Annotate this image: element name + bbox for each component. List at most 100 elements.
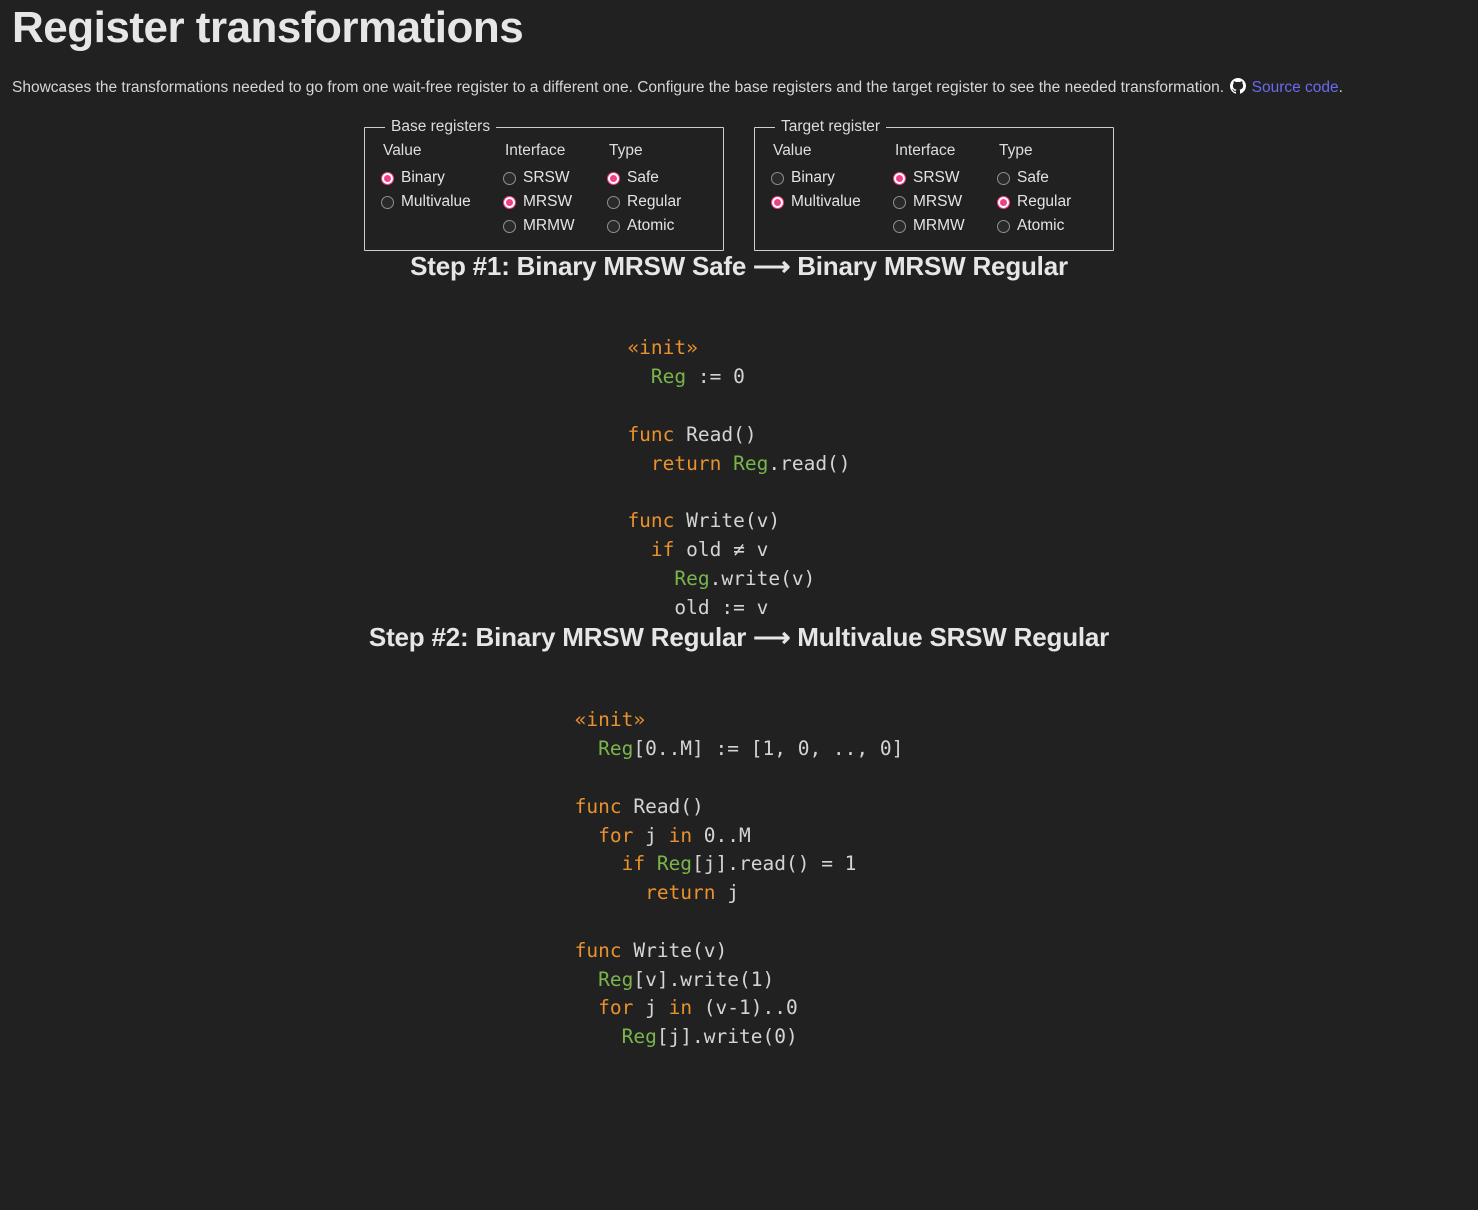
- radio-icon[interactable]: [607, 171, 620, 185]
- radio-icon[interactable]: [893, 219, 906, 233]
- code-token: for: [598, 823, 634, 847]
- radio-icon[interactable]: [503, 219, 516, 233]
- code-token: Reg: [598, 737, 634, 761]
- radio-icon[interactable]: [381, 171, 394, 185]
- base-interface-option-srsw[interactable]: SRSW: [503, 166, 601, 190]
- base-type-option-atomic[interactable]: Atomic: [607, 214, 701, 238]
- code-token: .read(): [768, 451, 851, 475]
- step-2-code-block: «init» Reg[0..M] := [1, 0, .., 0] func R…: [8, 706, 1470, 1052]
- base-type-heading: Type: [609, 142, 643, 160]
- base-type-option-safe[interactable]: Safe: [607, 166, 701, 190]
- code-token: return: [645, 881, 716, 905]
- page-root: Register transformations Showcases the t…: [8, 3, 1470, 1052]
- option-label: Multivalue: [791, 193, 861, 211]
- option-label: SRSW: [913, 169, 960, 187]
- base-value-heading: Value: [383, 142, 422, 160]
- code-token: j: [633, 823, 669, 847]
- code-token: [j].write(0): [656, 1025, 798, 1049]
- code-token: j: [633, 996, 669, 1020]
- code-token: in: [668, 996, 693, 1020]
- code-token: Reg: [621, 1025, 657, 1049]
- radio-icon[interactable]: [503, 195, 516, 209]
- radio-icon[interactable]: [381, 195, 394, 209]
- option-label: Regular: [627, 193, 682, 211]
- option-label: Safe: [1017, 169, 1049, 187]
- target-value-option-multivalue[interactable]: Multivalue: [771, 190, 887, 214]
- code-token: «init»: [574, 708, 646, 732]
- radio-icon[interactable]: [997, 195, 1010, 209]
- target-type-heading: Type: [999, 142, 1033, 160]
- target-interface-heading: Interface: [895, 142, 956, 160]
- target-interface-option-mrsw[interactable]: MRSW: [893, 190, 991, 214]
- base-interface-group: Interface SRSW MRSW MRMW: [503, 142, 607, 238]
- base-interface-option-mrmw[interactable]: MRMW: [503, 214, 601, 238]
- base-interface-option-mrsw[interactable]: MRSW: [503, 190, 601, 214]
- radio-icon[interactable]: [607, 219, 620, 233]
- code-token: [j].read() = 1: [692, 852, 857, 876]
- radio-icon[interactable]: [893, 195, 906, 209]
- target-interface-option-srsw[interactable]: SRSW: [893, 166, 991, 190]
- register-controls: Base registers Value Binary Multivalue I…: [8, 118, 1470, 252]
- radio-icon[interactable]: [997, 219, 1010, 233]
- code-token: [575, 824, 598, 847]
- option-label: SRSW: [523, 169, 570, 187]
- option-label: MRSW: [913, 193, 963, 211]
- github-icon: [1230, 77, 1247, 101]
- step-2-title: Step #2: Binary MRSW Regular ⟶ Multivalu…: [368, 622, 1110, 653]
- target-type-option-atomic[interactable]: Atomic: [997, 214, 1091, 238]
- step-2-code: «init» Reg[0..M] := [1, 0, .., 0] func R…: [575, 706, 904, 1052]
- description-period: .: [1338, 78, 1343, 96]
- code-token: in: [668, 823, 693, 847]
- page-description: Showcases the transformations needed to …: [8, 55, 1470, 101]
- code-token: j: [715, 881, 740, 905]
- code-token: func: [574, 794, 622, 818]
- option-label: Safe: [627, 169, 659, 187]
- radio-icon[interactable]: [771, 195, 784, 209]
- code-token: old := v: [627, 595, 769, 619]
- target-type-option-regular[interactable]: Regular: [997, 190, 1091, 214]
- code-token: (v-1)..0: [692, 996, 798, 1020]
- target-value-group: Value Binary Multivalue: [771, 142, 893, 238]
- code-token: return: [650, 451, 722, 475]
- option-label: Regular: [1017, 193, 1072, 211]
- code-token: [627, 538, 650, 561]
- code-token: func: [627, 422, 675, 446]
- code-token: Read(): [621, 794, 704, 818]
- code-token: func: [627, 509, 675, 533]
- code-token: [721, 452, 733, 475]
- code-token: [575, 881, 645, 904]
- base-registers-legend: Base registers: [391, 118, 491, 136]
- radio-icon[interactable]: [997, 171, 1010, 185]
- target-type-option-safe[interactable]: Safe: [997, 166, 1091, 190]
- code-token: «init»: [627, 336, 698, 360]
- step-1-code: «init» Reg := 0 func Read() return Reg.r…: [627, 334, 850, 622]
- code-token: Reg: [598, 967, 634, 991]
- base-type-group: Type Safe Regular Atomic: [607, 142, 707, 238]
- description-text: Showcases the transformations needed to …: [12, 78, 1224, 96]
- code-token: [575, 737, 598, 760]
- code-token: if: [621, 852, 646, 876]
- code-token: 0..M: [692, 823, 751, 847]
- code-token: [575, 1025, 622, 1048]
- radio-icon[interactable]: [607, 195, 620, 209]
- source-code-link[interactable]: Source code: [1251, 78, 1339, 96]
- code-token: [575, 852, 622, 875]
- base-value-option-multivalue[interactable]: Multivalue: [381, 190, 497, 214]
- code-token: [627, 452, 650, 475]
- code-token: Write(v): [674, 509, 781, 533]
- radio-icon[interactable]: [893, 171, 906, 185]
- radio-icon[interactable]: [503, 171, 516, 185]
- base-interface-heading: Interface: [505, 142, 566, 160]
- option-label: Atomic: [1017, 217, 1065, 235]
- option-label: Binary: [401, 169, 445, 187]
- target-interface-option-mrmw[interactable]: MRMW: [893, 214, 991, 238]
- target-value-option-binary[interactable]: Binary: [771, 166, 887, 190]
- option-label: MRMW: [913, 217, 965, 235]
- base-value-group: Value Binary Multivalue: [381, 142, 503, 238]
- code-token: Read(): [674, 422, 757, 446]
- code-token: for: [598, 996, 634, 1020]
- radio-icon[interactable]: [771, 171, 784, 185]
- base-type-option-regular[interactable]: Regular: [607, 190, 701, 214]
- code-token: Write(v): [621, 938, 728, 962]
- base-value-option-binary[interactable]: Binary: [381, 166, 497, 190]
